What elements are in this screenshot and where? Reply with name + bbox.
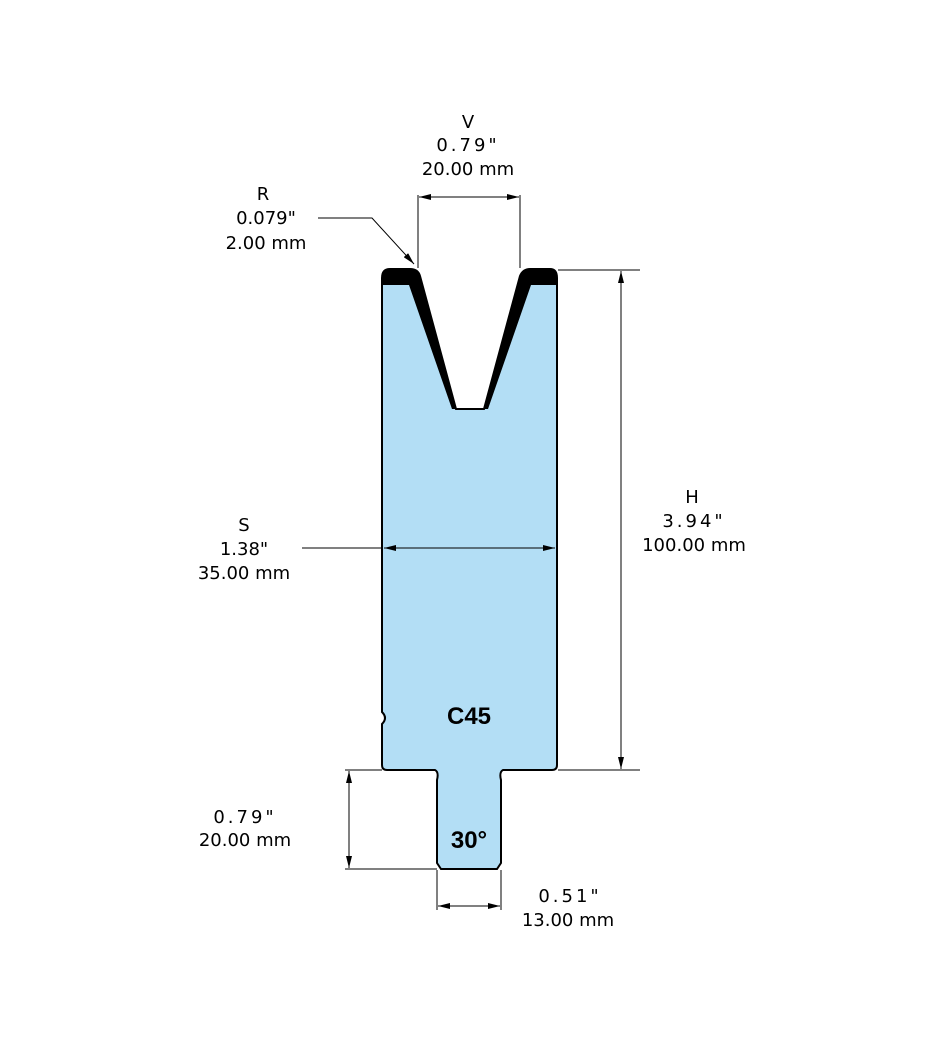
v-inch: 0.79" xyxy=(436,135,499,156)
h-inch: 3.94" xyxy=(662,511,725,532)
h-label: H xyxy=(685,487,699,508)
r-mm: 2.00 mm xyxy=(226,233,307,254)
dimension-tang-width: 0.51" 13.00 mm xyxy=(436,870,614,931)
dimension-v: V 0.79" 20.00 mm xyxy=(417,112,521,268)
tang-width-mm: 13.00 mm xyxy=(522,910,614,931)
dimension-s: S 1.38" 35.00 mm xyxy=(198,515,555,584)
tang-height-mm: 20.00 mm xyxy=(199,830,291,851)
hardened-edge-left xyxy=(382,269,456,409)
r-inch: 0.079" xyxy=(236,208,296,229)
r-label: R xyxy=(257,184,270,205)
tang-width-inch: 0.51" xyxy=(538,886,601,907)
s-inch: 1.38" xyxy=(220,539,268,560)
dimension-h: H 3.94" 100.00 mm xyxy=(558,269,746,771)
die-body xyxy=(381,268,558,870)
material-label: C45 xyxy=(447,703,491,730)
v-label: V xyxy=(462,112,475,133)
tang-height-inch: 0.79" xyxy=(213,807,276,828)
angle-label: 30° xyxy=(451,827,487,854)
dimension-r: R 0.079" 2.00 mm xyxy=(226,184,415,265)
hardened-edge-right xyxy=(484,269,557,409)
v-mm: 20.00 mm xyxy=(422,159,514,180)
h-mm: 100.00 mm xyxy=(642,535,746,556)
s-mm: 35.00 mm xyxy=(198,563,290,584)
dimension-tang-height: 0.79" 20.00 mm xyxy=(199,769,437,870)
s-label: S xyxy=(238,515,249,536)
